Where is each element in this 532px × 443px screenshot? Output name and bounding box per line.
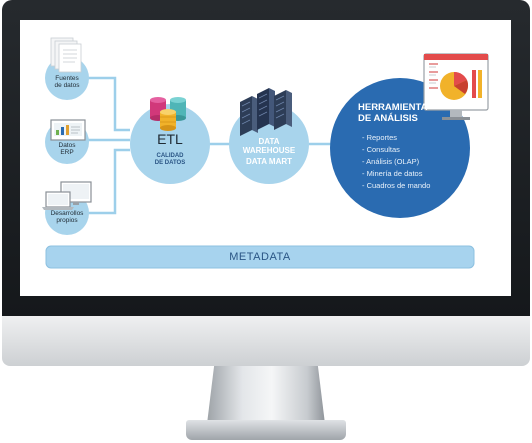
database-stack-icon — [150, 97, 186, 131]
erp-screen-icon — [50, 119, 86, 141]
analysis-item: - Análisis (OLAP) — [362, 157, 420, 166]
server-racks-icon — [240, 88, 292, 136]
monitor-chin — [2, 316, 530, 366]
monitor-stand-neck — [207, 366, 325, 424]
etl-title: ETL — [157, 131, 183, 147]
etl-bubble — [130, 104, 210, 184]
warehouse-line1: DATA — [258, 137, 280, 146]
metadata-bar — [45, 245, 475, 269]
monitor-stand-base — [186, 420, 346, 440]
analysis-item: - Consultas — [362, 145, 400, 154]
documents-icon — [50, 37, 82, 73]
warehouse-line3: DATA MART — [245, 157, 293, 166]
source-label-erp: Datos ERP — [58, 142, 76, 157]
warehouse-line2: WAREHOUSE — [242, 146, 296, 155]
connector-fuentes-etl — [87, 76, 130, 132]
connector-propios-etl — [87, 148, 130, 215]
pie-chart-monitor-icon — [423, 53, 489, 120]
diagram-canvas — [42, 37, 489, 269]
analysis-item: - Cuadros de mando — [362, 181, 431, 190]
analysis-item: - Minería de datos — [362, 169, 423, 178]
analysis-title: HERRAMIENTA DE ANÁLISIS — [358, 102, 428, 124]
analysis-bubble — [330, 78, 470, 218]
connector-lines — [87, 76, 332, 215]
analysis-item: - Reportes — [362, 133, 398, 142]
source-label-fuentes: Fuentes de datos — [54, 75, 80, 90]
source-label-propios: Desarrollos propios — [50, 210, 84, 225]
metadata-label: METADATA — [229, 251, 291, 263]
computers-icon — [42, 181, 92, 210]
bi-architecture-diagram: Fuentes de datos Datos ERP Desarrollos p… — [20, 20, 511, 296]
etl-subtitle: CALIDAD DE DATOS — [154, 153, 186, 166]
